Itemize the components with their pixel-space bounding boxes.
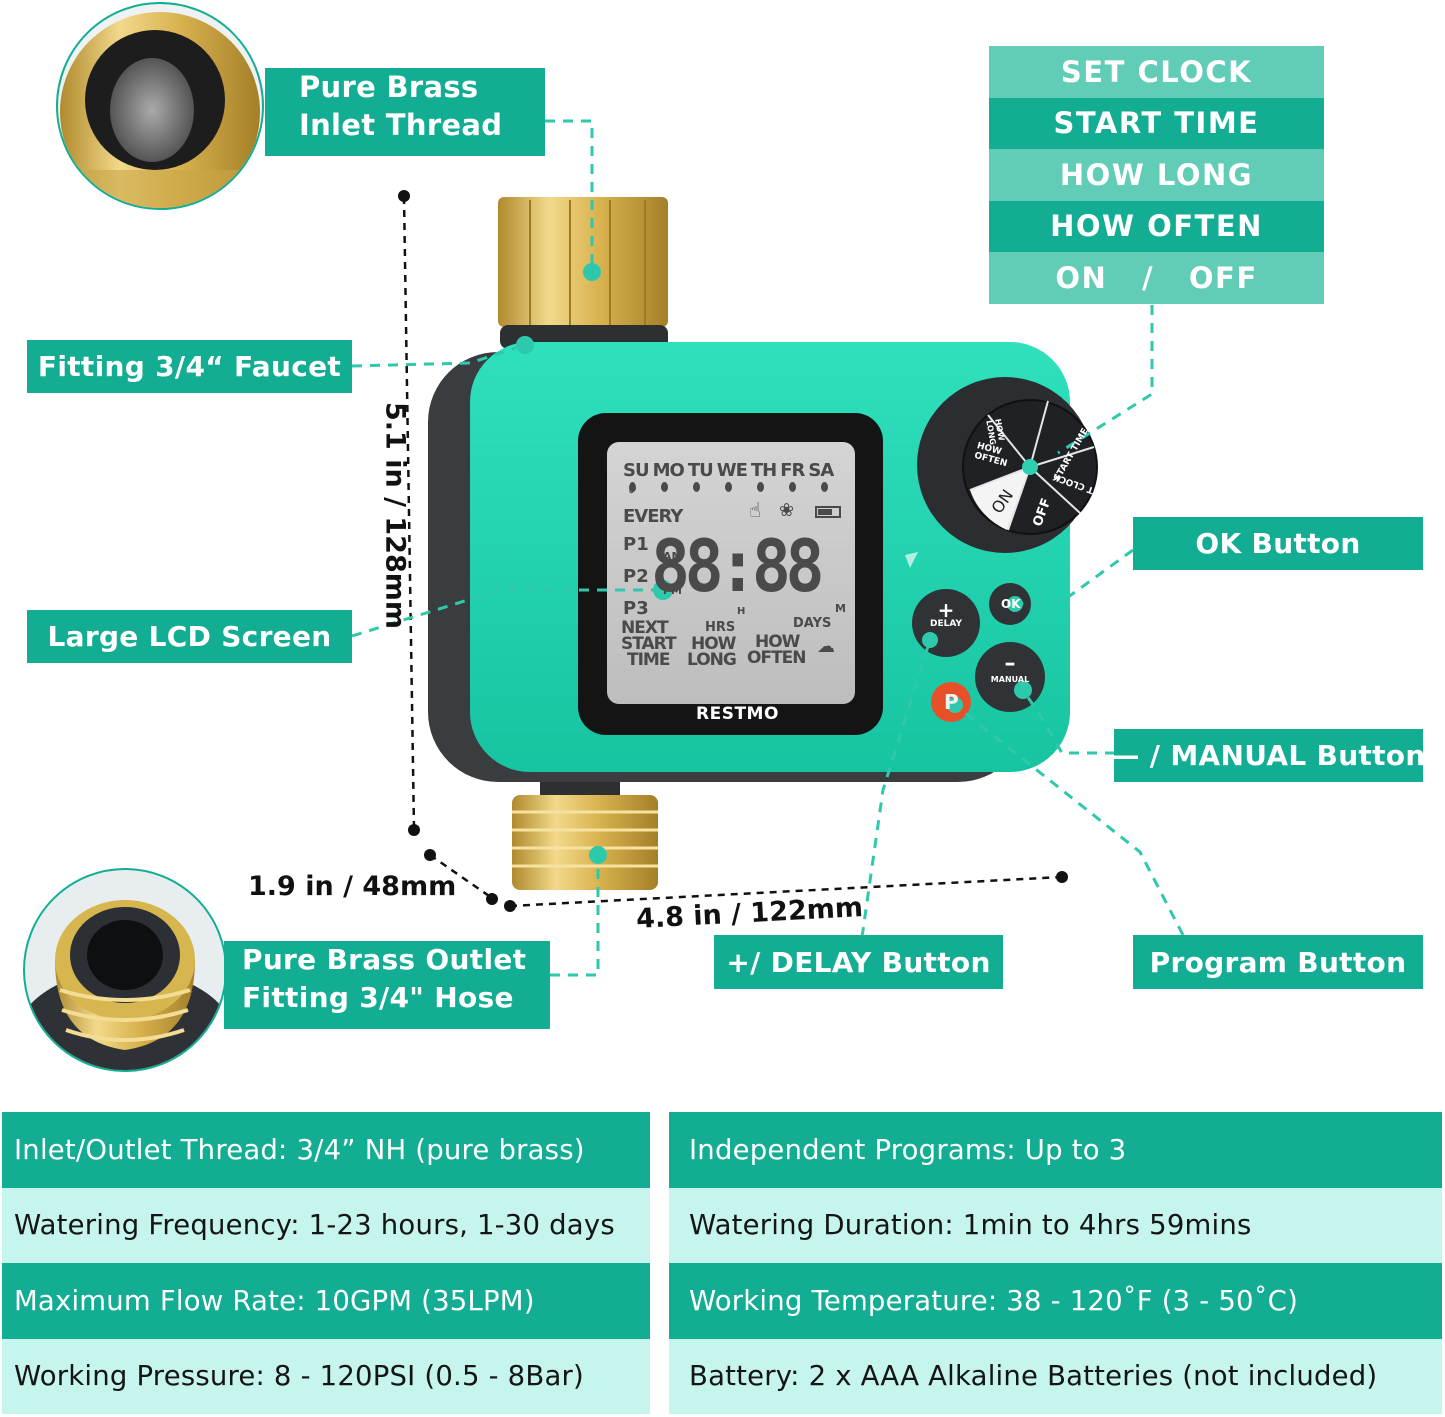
- brand-logo: RESTMO: [696, 704, 779, 724]
- drop-icon: [661, 482, 668, 492]
- lcd-day-sa: SA: [808, 460, 834, 481]
- battery-icon: [815, 506, 841, 518]
- lcd-panel: [607, 442, 855, 704]
- lcd-weekdays: SU MO TU WE TH FR SA: [623, 460, 834, 481]
- delay-button-label: + DELAY: [926, 598, 966, 631]
- device-illustration: [23, 2, 1185, 1072]
- lcd-m-unit: M: [835, 602, 846, 615]
- minus-icon: –: [1004, 651, 1016, 676]
- lcd-day-tu: TU: [687, 460, 714, 481]
- manual-button-label: – MANUAL: [988, 651, 1032, 688]
- spec-watering-frequency: Watering Frequency: 1-23 hours, 1-30 day…: [2, 1187, 650, 1263]
- inlet-thread-closeup: [56, 2, 264, 210]
- spec-independent-programs: Independent Programs: Up to 3: [669, 1112, 1442, 1188]
- callout-program-button: Program Button: [1133, 935, 1423, 989]
- legend-set-clock: SET CLOCK: [989, 46, 1324, 98]
- lcd-time-digits: 88:88: [651, 524, 824, 608]
- dimension-height: 5.1 in / 128mm: [379, 402, 411, 629]
- lcd-program-p1: P1: [623, 534, 649, 555]
- lcd-program-p3: P3: [623, 598, 649, 619]
- rain-leaf-icon: ❀: [779, 500, 795, 521]
- callout-inlet-thread: Pure Brass Inlet Thread: [265, 68, 545, 156]
- drop-icon: [629, 482, 636, 492]
- spec-max-flow-rate: Maximum Flow Rate: 10GPM (35LPM): [2, 1263, 650, 1339]
- lcd-am: AM: [663, 550, 683, 563]
- outlet-thread: [512, 780, 658, 890]
- plus-icon: +: [937, 598, 955, 622]
- drop-icon: [725, 482, 732, 492]
- callout-ok-button: OK Button: [1133, 517, 1423, 570]
- dial-legend: SET CLOCK START TIME HOW LONG HOW OFTEN …: [989, 46, 1324, 304]
- dimension-lines: [402, 196, 1063, 908]
- legend-how-often: HOW OFTEN: [989, 200, 1324, 252]
- lcd-day-fr: FR: [780, 460, 805, 481]
- callout-manual-button: — / MANUAL Button: [1111, 729, 1425, 782]
- lcd-next-start-time: NEXT START TIME: [621, 618, 677, 670]
- spec-table-left: Inlet/Outlet Thread: 3/4” NH (pure brass…: [2, 1112, 650, 1414]
- spec-battery: Battery: 2 x AAA Alkaline Batteries (not…: [669, 1338, 1442, 1414]
- lcd-every: EVERY: [623, 506, 683, 527]
- lcd-display: SU MO TU WE TH FR SA 💧︎ EVERY ☝ ❀ P1 P2 …: [607, 442, 855, 704]
- rain-cloud-icon: ☁: [817, 636, 835, 657]
- callout-connectors: [351, 119, 1185, 977]
- lcd-how-long: HOW LONG: [687, 634, 737, 670]
- spec-watering-duration: Watering Duration: 1min to 4hrs 59mins: [669, 1187, 1442, 1263]
- lcd-drops-row: [629, 482, 828, 492]
- dimension-depth: 1.9 in / 48mm: [248, 871, 457, 902]
- ok-button-label: OK: [1001, 597, 1021, 611]
- lcd-day-su: SU: [623, 460, 650, 481]
- callout-delay-button: +/ DELAY Button: [714, 935, 1003, 989]
- drop-icon: [693, 482, 700, 492]
- lcd-program-p2: P2: [623, 566, 649, 587]
- drop-icon: [789, 482, 796, 492]
- lcd-how-often: HOW OFTEN: [747, 632, 807, 668]
- program-button-label: P: [944, 690, 959, 714]
- legend-start-time: START TIME: [989, 97, 1324, 149]
- spec-inlet-outlet-thread: Inlet/Outlet Thread: 3/4” NH (pure brass…: [2, 1112, 650, 1188]
- lcd-day-we: WE: [716, 460, 748, 481]
- lcd-days-label: DAYS: [793, 616, 832, 631]
- callout-outlet-fitting: Pure Brass Outlet Fitting 3/4" Hose: [224, 941, 550, 1029]
- spec-table-right: Independent Programs: Up to 3 Watering D…: [669, 1112, 1442, 1414]
- legend-on-off: ON / OFF: [989, 252, 1324, 304]
- lcd-day-th: TH: [750, 460, 777, 481]
- lcd-hrs: HRS: [705, 620, 736, 635]
- outlet-fitting-closeup: [23, 868, 227, 1072]
- lcd-day-mo: MO: [652, 460, 685, 481]
- program-dial[interactable]: [917, 377, 1098, 553]
- lcd-h-unit: H: [737, 606, 746, 617]
- manual-hand-icon: ☝: [749, 498, 762, 522]
- callout-lcd-screen: Large LCD Screen: [27, 610, 352, 663]
- spec-working-temperature: Working Temperature: 38 - 120˚F (3 - 50˚…: [669, 1263, 1442, 1339]
- legend-how-long: HOW LONG: [989, 149, 1324, 201]
- drop-icon: [821, 482, 828, 492]
- inlet-nut: [498, 197, 668, 349]
- callout-faucet-fitting: Fitting 3/4“ Faucet: [27, 340, 352, 393]
- lcd-pm: PM: [663, 584, 683, 597]
- drop-icon: [757, 482, 764, 492]
- dial-indicator-icon: [905, 552, 918, 568]
- spec-working-pressure: Working Pressure: 8 - 120PSI (0.5 - 8Bar…: [2, 1338, 650, 1414]
